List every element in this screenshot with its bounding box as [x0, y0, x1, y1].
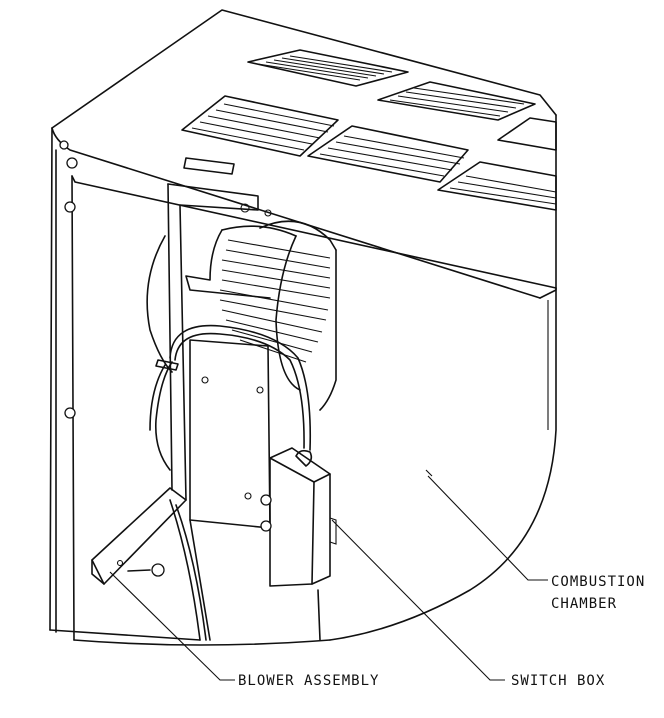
blower-assembly-label: BLOWER ASSEMBLY — [238, 673, 379, 689]
top-louvers — [181, 49, 557, 211]
combustion-chamber-label-line1: COMBUSTION — [551, 574, 645, 590]
combustion-chamber-label-line2: CHAMBER — [551, 596, 617, 612]
leader-lines — [109, 469, 548, 681]
side-screws — [59, 140, 78, 419]
wiring-harness — [149, 324, 312, 641]
switch-box-label: SWITCH BOX — [511, 673, 605, 689]
blower-assembly — [91, 183, 337, 641]
cabinet — [49, 9, 557, 646]
switch-box — [260, 447, 337, 587]
